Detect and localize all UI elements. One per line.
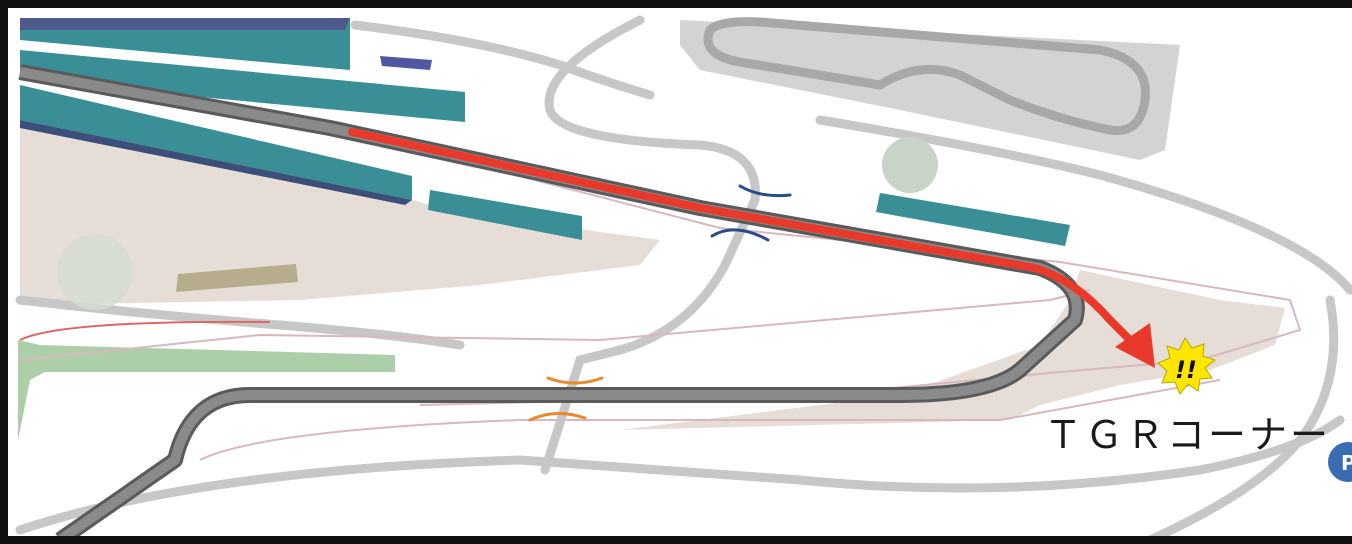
route-arrow-head <box>1115 323 1155 368</box>
warning-mark: !! <box>1175 356 1197 384</box>
bridge-lower-bottom <box>528 412 587 422</box>
round-marker-right <box>882 137 938 193</box>
pink-line-bottom <box>199 379 1221 461</box>
service-road-right-edge <box>1147 295 1339 536</box>
service-road-right-sweep <box>815 115 1352 295</box>
upper-right-course-loop <box>703 17 1150 136</box>
pink-line-upper <box>19 71 1302 406</box>
warning-burst-icon: !! <box>1157 337 1217 395</box>
paddock-area-left <box>20 120 660 305</box>
service-road-bottom <box>15 415 1345 535</box>
grandstands <box>20 18 1070 292</box>
grass-area <box>18 340 395 440</box>
service-road-top-curve <box>350 20 655 100</box>
paddock-area-right <box>620 270 1285 430</box>
round-marker-left <box>57 234 133 310</box>
corner-label: ＴＧＲコーナー <box>1044 413 1332 457</box>
service-road-center-loop <box>540 15 760 475</box>
route-arrow <box>348 128 1142 352</box>
bridge-upper-top <box>738 184 792 198</box>
upper-right-course-area <box>680 20 1180 160</box>
bridge-upper-bottom <box>710 228 770 242</box>
parking-sign-icon: P <box>1328 442 1352 482</box>
red-edge-line <box>19 320 271 341</box>
pink-line-lower <box>19 289 1091 361</box>
bridge-lower-top <box>546 376 604 385</box>
parking-mark: P <box>1341 451 1352 475</box>
